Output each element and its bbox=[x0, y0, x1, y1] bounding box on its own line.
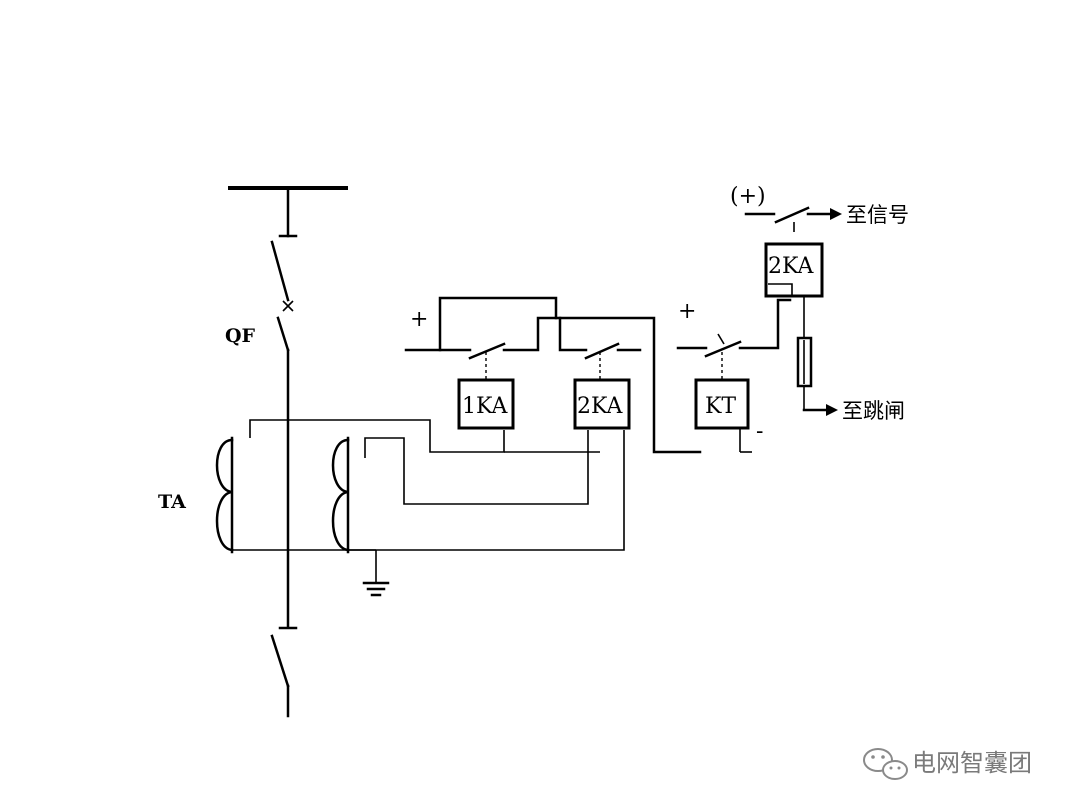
watermark-text: 电网智囊团 bbox=[912, 749, 1032, 777]
wire-common-bottom bbox=[232, 430, 625, 551]
wechat-icon bbox=[863, 748, 908, 780]
current-transformer-a: TA bbox=[158, 436, 234, 554]
ct-winding-b bbox=[331, 438, 350, 552]
supply-positive-label: (+) bbox=[730, 184, 766, 209]
wire-1ka-to-2ka bbox=[502, 316, 558, 352]
plus-mid-label: + bbox=[678, 299, 696, 324]
signal-contact-blade bbox=[774, 206, 810, 224]
relay-1ka-box bbox=[457, 378, 515, 430]
primary-circuit: QF bbox=[225, 186, 348, 718]
relay-2ka-box bbox=[573, 378, 631, 430]
contact-2ka-blade bbox=[584, 342, 620, 360]
contact-kt-blade bbox=[704, 340, 742, 358]
wire-cta-top bbox=[249, 419, 505, 453]
wire-to-2ka-contact bbox=[558, 316, 588, 352]
relay-1ka: 1KA bbox=[457, 378, 515, 430]
signal-arrow-icon bbox=[830, 208, 842, 220]
relay-kt-label: KT bbox=[705, 394, 736, 419]
wire-ctb-top bbox=[364, 430, 589, 505]
breaker-blade bbox=[276, 316, 290, 352]
watermark: 电网智囊团 bbox=[863, 748, 1032, 780]
relay-kt-box bbox=[694, 378, 750, 430]
plus-left-label: + bbox=[410, 307, 428, 332]
relay-2ka-signal-flag bbox=[768, 283, 793, 296]
wire-kt-to-2ka bbox=[738, 298, 792, 350]
secondary-current-wiring bbox=[232, 419, 625, 597]
contact-kt-mark bbox=[717, 333, 725, 345]
isolator-top-blade bbox=[270, 240, 290, 302]
relay-2ka-signal-label: 2KA bbox=[768, 254, 815, 279]
minus-label: - bbox=[756, 419, 763, 444]
relay-kt: KT bbox=[694, 378, 750, 430]
dc-control-circuit: + + - bbox=[404, 296, 792, 454]
to-signal-label: 至信号 bbox=[846, 203, 909, 227]
breaker-label: QF bbox=[225, 325, 256, 347]
contact-1ka-blade bbox=[468, 342, 506, 360]
relay-1ka-label: 1KA bbox=[462, 394, 509, 419]
relay-2ka: 2KA bbox=[573, 378, 631, 430]
trip-arrow-icon bbox=[826, 404, 838, 416]
breaker-x-b bbox=[282, 300, 294, 312]
ct-winding-a bbox=[215, 438, 234, 552]
relay-2ka-signal-box bbox=[764, 242, 824, 298]
relay-2ka-label: 2KA bbox=[577, 394, 624, 419]
to-trip-label: 至跳闸 bbox=[842, 399, 905, 423]
current-transformer-b bbox=[331, 436, 350, 554]
signal-relay-circuit: (+) 至信号 2KA 至跳闸 bbox=[730, 184, 909, 423]
current-transformer-label: TA bbox=[158, 491, 186, 513]
isolator-bottom-blade bbox=[270, 634, 290, 688]
